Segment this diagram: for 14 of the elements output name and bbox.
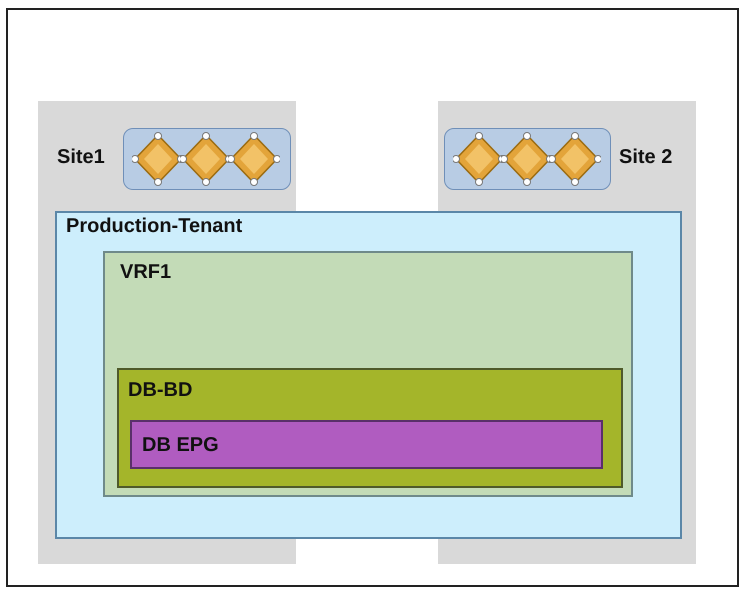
epg-box <box>130 420 603 469</box>
controller-cluster-box <box>123 128 291 190</box>
site-band <box>38 101 296 211</box>
container-label: VRF1 <box>120 261 172 284</box>
site-label: Site1 <box>57 146 105 169</box>
container-label: DB-BD <box>128 379 192 402</box>
container-label: DB EPG <box>142 434 219 457</box>
bridge-domain-box <box>117 368 623 488</box>
container-label: Production-Tenant <box>66 215 242 238</box>
controller-cluster-box <box>444 128 611 190</box>
site-band <box>438 101 696 211</box>
tenant-box <box>55 211 682 539</box>
vrf-box <box>103 251 633 497</box>
site-label: Site 2 <box>619 146 672 169</box>
